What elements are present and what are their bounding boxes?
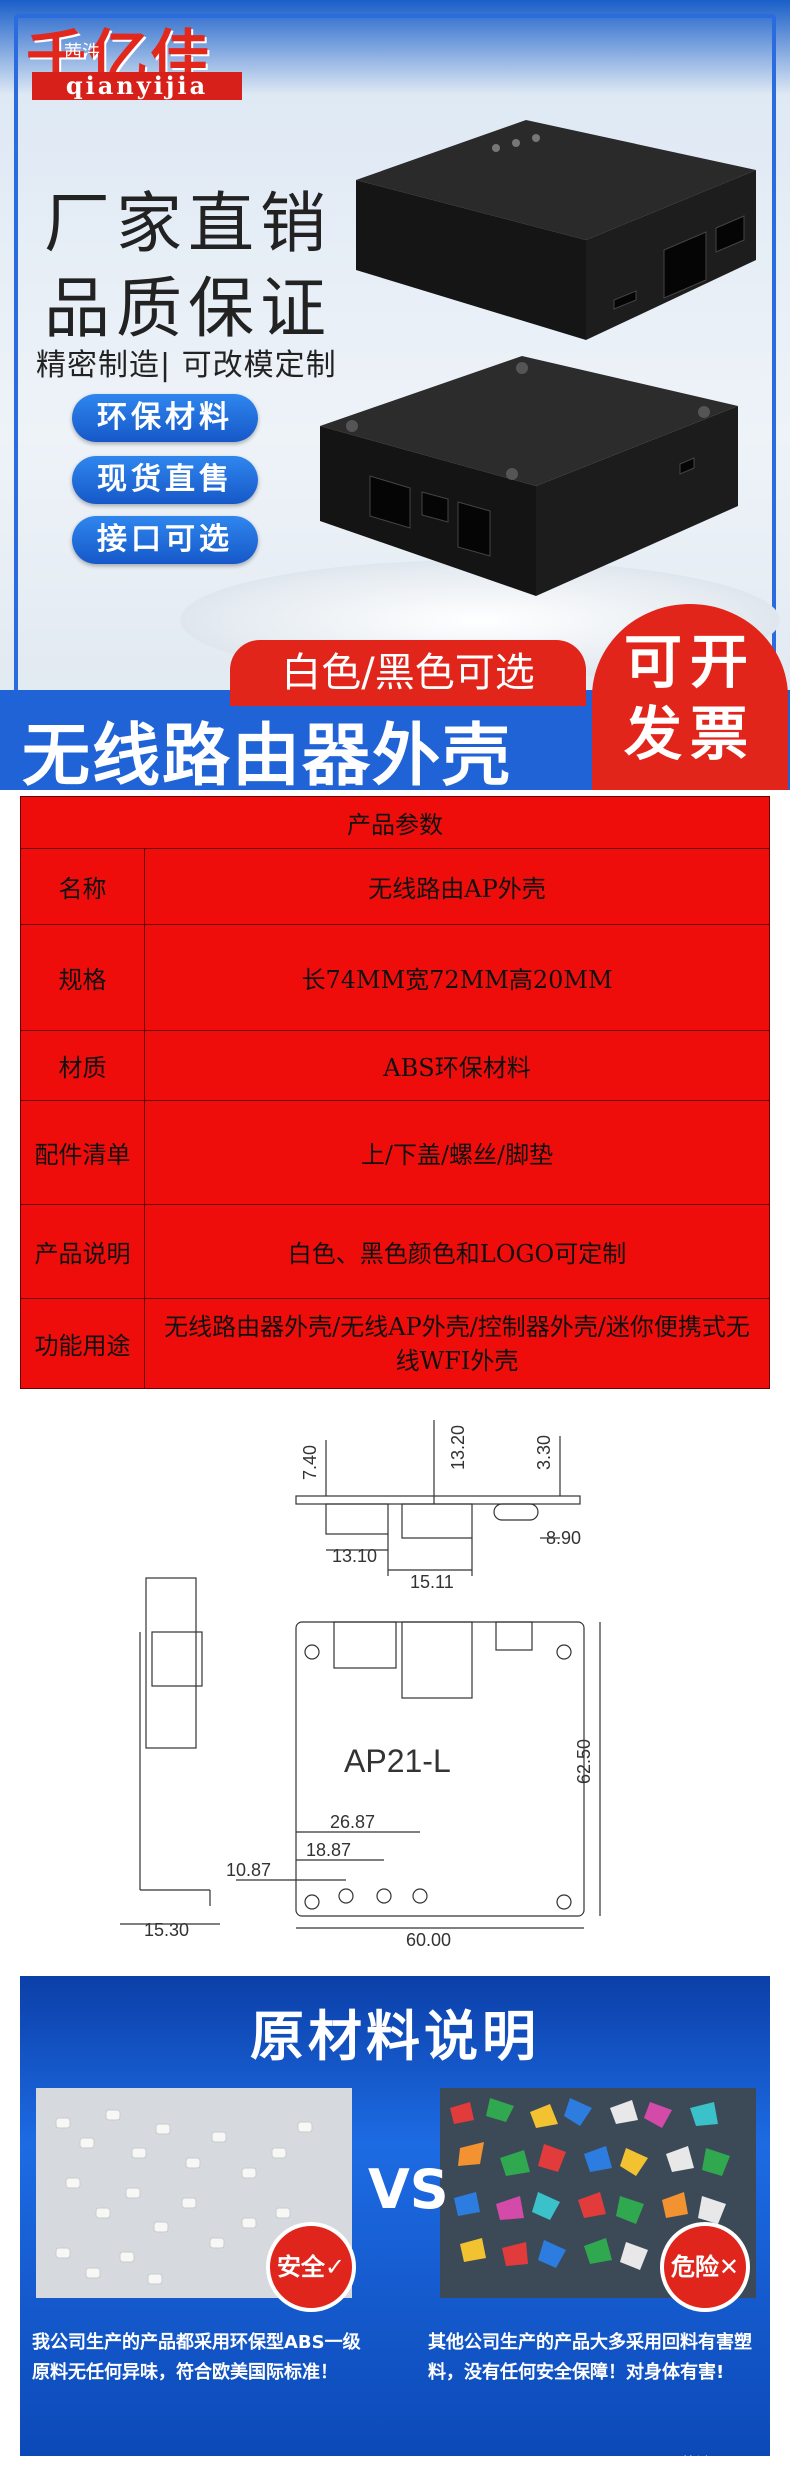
technical-drawing: 7.40 13.20 3.30 13.10 15.11 8.90 15.30 A… <box>120 1420 601 1950</box>
model-label: AP21-L <box>344 1743 451 1779</box>
dim-label: 13.20 <box>448 1425 468 1470</box>
dim-label: 15.11 <box>410 1572 454 1592</box>
param-key: 配件清单 <box>20 1100 145 1205</box>
feature-pill: 现货直售 <box>72 456 258 504</box>
product-params-table: 产品参数 名称 无线路由AP外壳 规格 长74MM宽72MM高20MM 材质 A… <box>20 796 770 1389</box>
param-key: 材质 <box>20 1030 145 1101</box>
invoice-line-2: 发票 <box>623 700 756 768</box>
brand-logo: 千亿佳 qianyijia <box>22 10 244 102</box>
dim-label: 26.87 <box>330 1812 375 1832</box>
side-view-left <box>120 1577 220 1925</box>
router-case-image <box>356 120 756 340</box>
left-caption: 我公司生产的产品都采用环保型ABS一级原料无任何异味，符合欧美国际标准！ <box>32 2332 361 2383</box>
brand-name-en: qianyijia <box>32 72 242 100</box>
side-view-top <box>295 1420 581 1576</box>
dim-label: 60.00 <box>406 1930 451 1950</box>
param-value: 白色、黑色颜色和LOGO可定制 <box>144 1204 770 1299</box>
hero-banner: 千亿佳 qianyijia 茜汼 厂家直销 品质保证 精密制造| 可改模定制 环… <box>0 0 790 790</box>
param-value: 无线路由器外壳/无线AP外壳/控制器外壳/迷你便携式无线WFI外壳 <box>144 1298 770 1389</box>
safe-stamp: 安全✓ <box>266 2222 356 2312</box>
dim-label: 62.50 <box>574 1739 594 1784</box>
param-key: 名称 <box>20 848 145 925</box>
watermark: 茜汼 <box>64 42 100 63</box>
param-value: 上/下盖/螺丝/脚垫 <box>144 1100 770 1205</box>
material-title: 原材料说明 <box>250 2005 540 2068</box>
param-key: 产品说明 <box>20 1204 145 1299</box>
param-key: 规格 <box>20 924 145 1031</box>
color-option-tag: 白色/黑色可选 <box>230 640 586 706</box>
dim-label: 8.90 <box>546 1528 581 1548</box>
dim-label: 15.30 <box>144 1920 189 1940</box>
dim-label: 13.10 <box>332 1546 377 1566</box>
hero-headline-1: 厂家直销 <box>44 185 332 262</box>
dim-label: 7.40 <box>300 1445 320 1480</box>
invoice-line-1: 可开 <box>623 628 756 696</box>
product-title: 无线路由器外壳 <box>22 717 513 790</box>
dim-label: 10.87 <box>226 1860 271 1880</box>
material-comparison: 原材料说明 <box>20 1976 770 2456</box>
feature-pill: 环保材料 <box>72 394 258 442</box>
board-outline <box>236 1621 601 1929</box>
param-value: 无线路由AP外壳 <box>144 848 770 925</box>
vs-label: VS <box>368 2158 449 2221</box>
param-value: 长74MM宽72MM高20MM <box>144 924 770 1031</box>
hero-headline-2: 品质保证 <box>44 270 332 347</box>
dim-label: 18.87 <box>306 1840 351 1860</box>
invoice-badge: 可开 发票 <box>592 604 788 790</box>
param-value: ABS环保材料 <box>144 1030 770 1101</box>
param-key: 功能用途 <box>20 1298 145 1389</box>
feature-pill: 接口可选 <box>72 516 258 564</box>
right-caption: 其他公司生产的产品大多采用回料有害塑料，没有任何安全保障！对身体有害! <box>428 2332 752 2383</box>
router-case-image <box>320 356 738 596</box>
table-header: 产品参数 <box>20 796 770 849</box>
dim-label: 3.30 <box>534 1435 554 1470</box>
watermark: 茜汼 <box>680 2454 713 2468</box>
danger-stamp: 危险✕ <box>660 2222 750 2312</box>
hero-subtitle: 精密制造| 可改模定制 <box>36 348 337 383</box>
